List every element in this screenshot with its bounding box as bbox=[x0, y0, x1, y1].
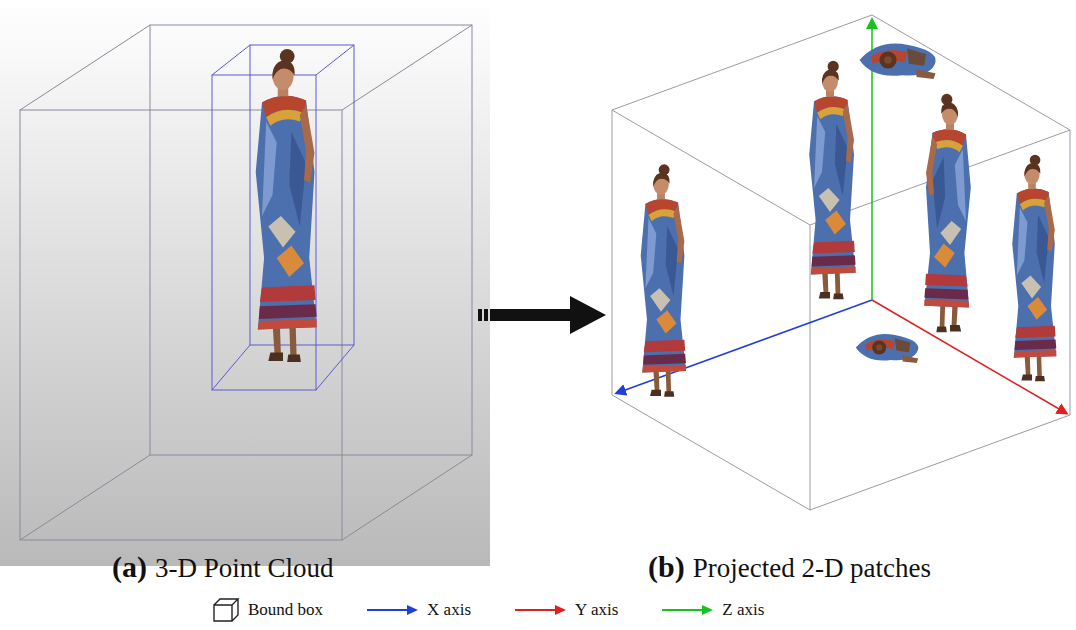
legend-text: X axis bbox=[427, 600, 471, 620]
axis-arrow-sample bbox=[513, 603, 567, 617]
panel-caption: (a) 3-D Point Cloud bbox=[112, 550, 334, 584]
axis-arrow-sample bbox=[365, 603, 419, 617]
panel-caption: (b) Projected 2-D patches bbox=[648, 550, 931, 584]
cube-icon bbox=[212, 597, 240, 623]
panel-letter: (b) bbox=[648, 550, 685, 584]
panel-letter: (a) bbox=[112, 550, 147, 584]
legend: Bound box X axis Y axis Z axis bbox=[212, 597, 764, 623]
legend-text: Z axis bbox=[722, 600, 764, 620]
legend-item: Z axis bbox=[660, 600, 764, 620]
legend-item: X axis bbox=[365, 600, 471, 620]
legend-text: Y axis bbox=[575, 600, 618, 620]
legend-text: Bound box bbox=[248, 600, 323, 620]
legend-item: Y axis bbox=[513, 600, 618, 620]
panel-title: 3-D Point Cloud bbox=[155, 553, 334, 584]
axis-arrow-sample bbox=[660, 603, 714, 617]
panel-title: Projected 2-D patches bbox=[693, 553, 931, 584]
legend-item: Bound box bbox=[212, 597, 323, 623]
